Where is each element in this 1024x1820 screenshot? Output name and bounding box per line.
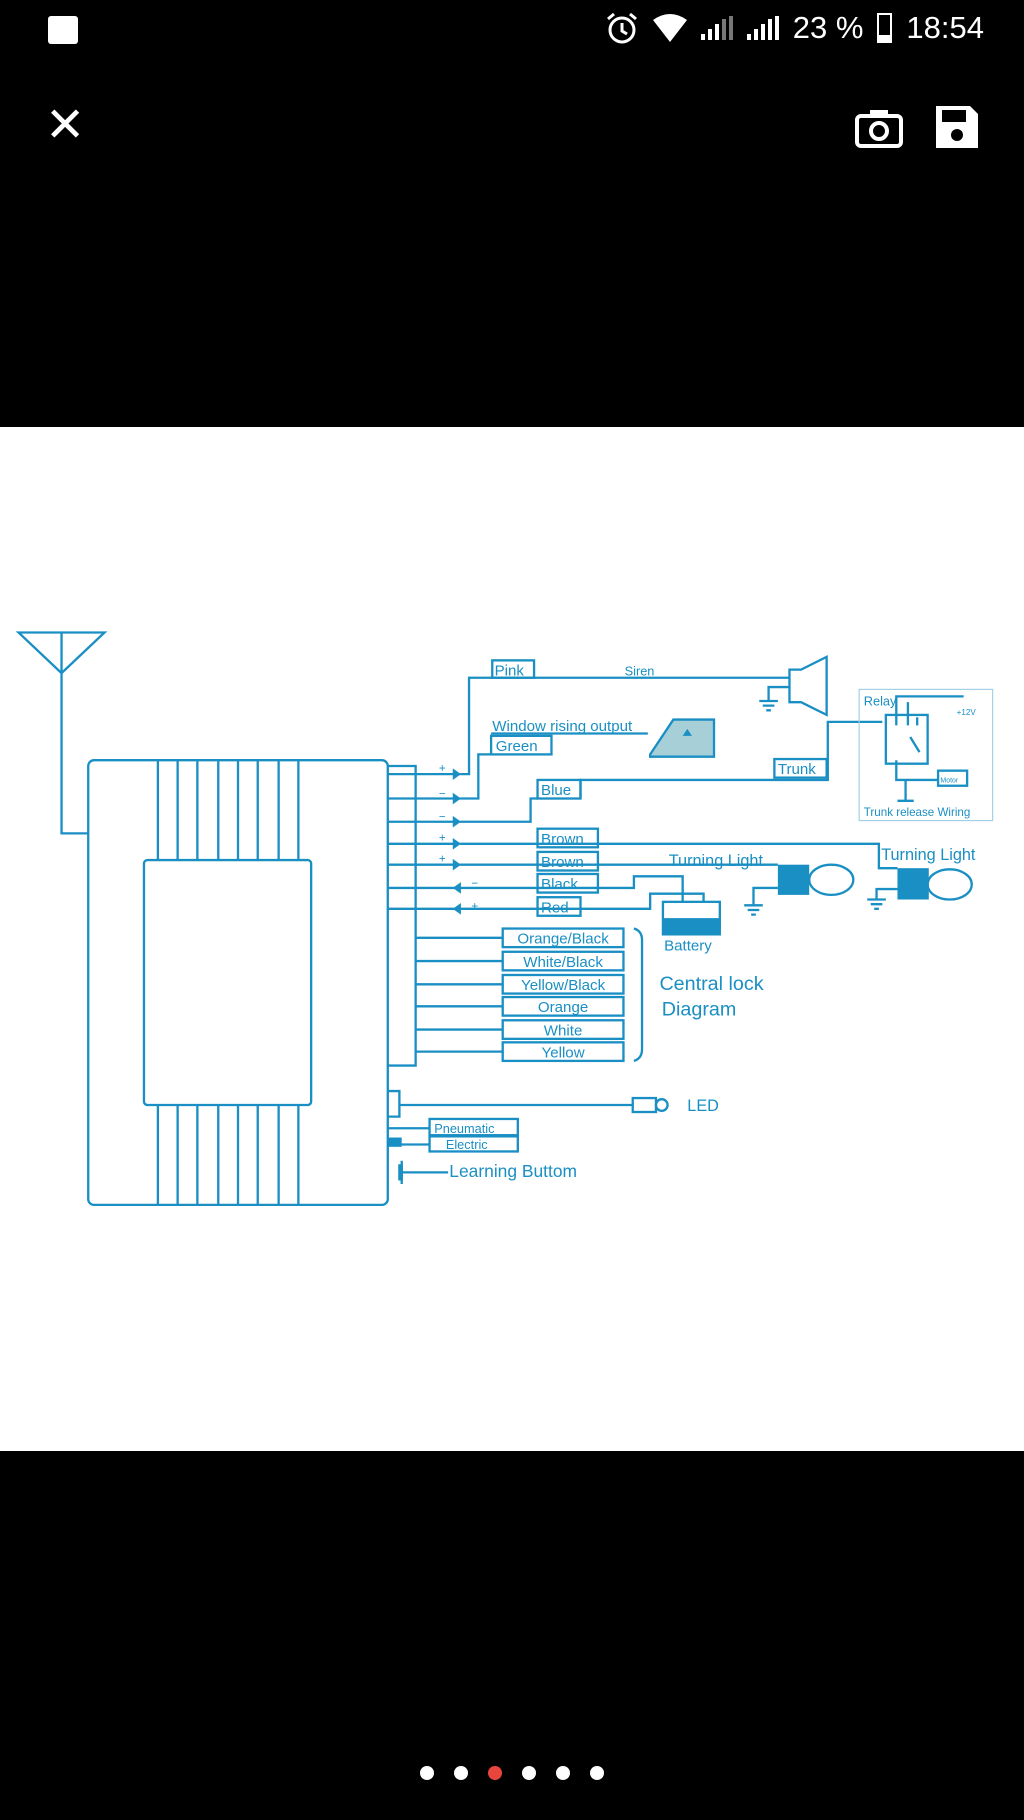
label-trunk: Trunk bbox=[778, 761, 816, 778]
label-brown: Brown bbox=[541, 854, 584, 871]
viewer-toolbar: ✕ bbox=[0, 90, 1024, 170]
label-led: LED bbox=[687, 1097, 719, 1115]
gallery-icon bbox=[48, 16, 78, 44]
status-bar: 23 % 18:54 bbox=[0, 0, 1024, 60]
label-12v: +12V bbox=[957, 708, 977, 717]
page-indicator bbox=[0, 1766, 1024, 1780]
page-dot[interactable] bbox=[556, 1766, 570, 1780]
label-blue: Blue bbox=[541, 782, 571, 799]
label-central-lock: Central lock bbox=[659, 973, 763, 995]
polarity-plus: + bbox=[439, 831, 446, 844]
label-relay: Relay bbox=[864, 694, 897, 709]
battery-percent: 23 % bbox=[792, 10, 864, 45]
polarity-plus: + bbox=[471, 900, 478, 913]
label-trunk-release-wiring: Trunk release Wiring bbox=[864, 806, 971, 819]
signal-icon bbox=[700, 16, 733, 40]
battery-icon bbox=[877, 13, 893, 43]
polarity-minus: − bbox=[471, 877, 478, 890]
close-icon[interactable]: ✕ bbox=[45, 99, 86, 152]
polarity-minus: − bbox=[439, 787, 446, 800]
label-turning-light: Turning Light bbox=[669, 852, 764, 870]
brace bbox=[633, 927, 644, 1063]
page-dot[interactable] bbox=[522, 1766, 536, 1780]
clock: 18:54 bbox=[906, 10, 984, 45]
label-window-rising-output: Window rising output bbox=[492, 718, 633, 735]
page-dot[interactable] bbox=[420, 1766, 434, 1780]
label-diagram: Diagram bbox=[662, 999, 737, 1021]
label-wire: Yellow/Black bbox=[521, 977, 606, 994]
page-dot[interactable] bbox=[454, 1766, 468, 1780]
alarm-unit-inner bbox=[142, 858, 313, 1107]
wiring-diagram: Pink Siren Window rising output Green Tr… bbox=[15, 631, 994, 1207]
polarity-plus: + bbox=[439, 852, 446, 865]
label-green: Green bbox=[496, 738, 538, 755]
wiring-diagram-image[interactable]: Pink Siren Window rising output Green Tr… bbox=[0, 427, 1024, 1451]
alarm-icon bbox=[606, 12, 637, 44]
polarity-minus: − bbox=[439, 811, 446, 824]
signal-icon bbox=[746, 16, 779, 40]
label-wire: White/Black bbox=[523, 954, 603, 971]
label-red: Red bbox=[541, 899, 569, 916]
label-siren: Siren bbox=[625, 663, 655, 678]
page-dot[interactable] bbox=[590, 1766, 604, 1780]
label-electric: Electric bbox=[446, 1137, 488, 1152]
label-wire: Orange bbox=[538, 999, 588, 1016]
label-battery: Battery bbox=[664, 938, 712, 955]
label-wire: Orange/Black bbox=[517, 931, 609, 948]
label-turning-light: Turning Light bbox=[881, 846, 976, 864]
label-pink: Pink bbox=[495, 662, 525, 679]
page-dot-active[interactable] bbox=[488, 1766, 502, 1780]
label-wire: White bbox=[544, 1022, 583, 1039]
wifi-icon bbox=[652, 14, 687, 42]
polarity-plus: + bbox=[439, 762, 446, 775]
label-pneumatic: Pneumatic bbox=[434, 1121, 495, 1136]
camera-icon[interactable] bbox=[855, 108, 903, 148]
label-black: Black bbox=[541, 876, 578, 893]
antenna-icon bbox=[15, 631, 108, 835]
label-brown: Brown bbox=[541, 831, 584, 848]
label-wire: Yellow bbox=[542, 1044, 585, 1061]
window-icon bbox=[648, 718, 716, 758]
label-motor: Motor bbox=[940, 777, 958, 784]
save-icon[interactable] bbox=[934, 104, 980, 150]
label-learning-button: Learning Buttom bbox=[449, 1161, 577, 1181]
relay-box bbox=[858, 688, 994, 822]
